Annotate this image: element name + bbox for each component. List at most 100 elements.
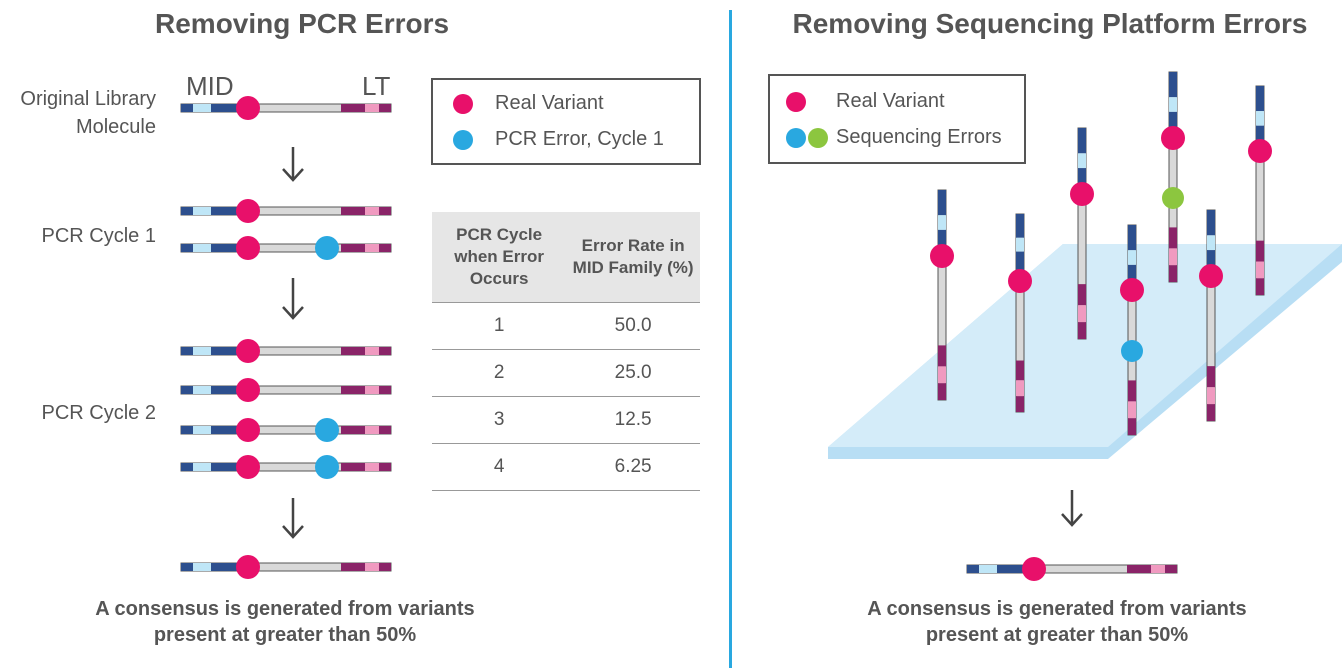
legend-sequencing-errors-label: Sequencing Errors (836, 126, 1002, 148)
mid-segment (211, 386, 241, 394)
sequencing-flowcell-diagram (828, 71, 1342, 581)
lt-segment (379, 563, 391, 571)
mid-segment (211, 244, 241, 252)
right-caption-line1: A consensus is generated from variants (867, 598, 1247, 620)
pcr-error-dot (315, 418, 339, 442)
mid-label: MID (186, 71, 234, 101)
lt-segment (1256, 278, 1264, 295)
lt-segment (365, 207, 379, 215)
mid-segment (1128, 250, 1136, 265)
lt-segment (341, 426, 365, 434)
lt-segment (1256, 240, 1264, 262)
mid-segment (997, 565, 1027, 573)
lt-segment (341, 563, 365, 571)
lt-segment (1169, 227, 1177, 249)
sequencing-read (1008, 213, 1032, 413)
lt-segment (1016, 396, 1024, 412)
mid-segment (193, 244, 211, 252)
lt-segment (379, 347, 391, 355)
mid-segment (1207, 235, 1215, 251)
lt-segment (341, 244, 365, 252)
lt-segment (938, 383, 946, 400)
left-caption: A consensus is generated from variants p… (90, 596, 480, 648)
mid-segment (938, 215, 946, 230)
consensus-molecule (966, 557, 1178, 581)
legend-real-variant-label: Real Variant (495, 92, 604, 114)
lt-segment (341, 347, 365, 355)
down-arrow-icon (282, 278, 304, 320)
pcr-error-dot (315, 236, 339, 260)
sequencing-read (1248, 85, 1272, 296)
library-molecule (180, 199, 392, 223)
library-molecule (180, 455, 392, 479)
mid-segment (193, 386, 211, 394)
mid-segment (181, 347, 193, 355)
real-variant-dot (1248, 139, 1272, 163)
mid-segment (211, 207, 241, 215)
mid-segment (193, 426, 211, 434)
mid-segment (1207, 250, 1215, 276)
lt-segment (1128, 418, 1136, 435)
sequencing-error-blue-dot-icon (786, 127, 806, 148)
mid-segment (211, 104, 241, 112)
lt-segment (1078, 284, 1086, 306)
lt-segment (1169, 248, 1177, 266)
lt-segment (1128, 401, 1136, 419)
arrow-head (282, 525, 304, 539)
lt-segment (938, 366, 946, 384)
mid-segment (979, 565, 997, 573)
sequencing-read (1120, 224, 1144, 436)
sequencing-error-dot (1162, 187, 1184, 209)
lt-segment (379, 386, 391, 394)
mid-segment (1128, 225, 1136, 251)
real-variant-dot-icon (786, 91, 806, 112)
real-variant-dot (236, 96, 260, 120)
original-library-label-line2: Molecule (75, 116, 156, 138)
sequencing-read (1161, 71, 1185, 283)
pcr-legend: Real Variant PCR Error, Cycle 1 (431, 78, 701, 165)
table-cell: 6.25 (566, 443, 700, 491)
table-cell: 3 (432, 396, 567, 444)
mid-segment (1256, 111, 1264, 126)
real-variant-dot (1161, 126, 1185, 150)
pcr-molecule-diagram (180, 96, 392, 579)
mid-segment (193, 104, 211, 112)
lt-segment (365, 347, 379, 355)
table-cell: 4 (432, 443, 567, 491)
right-caption-line2: present at greater than 50% (925, 624, 1189, 646)
table-cell: 50.0 (566, 302, 700, 350)
mid-segment (1128, 264, 1136, 291)
real-variant-dot (1070, 182, 1094, 206)
lt-label: LT (362, 71, 391, 101)
lt-segment (1256, 261, 1264, 279)
sequencing-error-dot (1121, 340, 1143, 362)
mid-segment (1256, 86, 1264, 112)
mid-segment (1078, 168, 1086, 194)
lt-segment (365, 563, 379, 571)
lt-segment (365, 104, 379, 112)
legend-pcr-error-label: PCR Error, Cycle 1 (495, 128, 664, 150)
lt-segment (379, 426, 391, 434)
table-header-error-rate: Error Rate in MID Family (%) (566, 212, 700, 303)
lt-segment (1151, 565, 1165, 573)
panel-divider (729, 10, 732, 668)
real-variant-dot (236, 455, 260, 479)
mid-segment (193, 347, 211, 355)
left-caption-line2: present at greater than 50% (153, 624, 417, 646)
lt-segment (365, 386, 379, 394)
library-molecule (180, 418, 392, 442)
sequencing-read (1070, 127, 1094, 340)
mid-segment (211, 347, 241, 355)
library-molecule (180, 96, 392, 120)
mid-segment (1078, 153, 1086, 169)
lt-segment (1078, 305, 1086, 323)
pcr-error-dot (315, 455, 339, 479)
mid-segment (181, 244, 193, 252)
down-arrow-icon (1061, 490, 1083, 527)
lt-segment (1016, 360, 1024, 381)
sequencing-legend: Real Variant Sequencing Errors (768, 74, 1026, 164)
lt-segment (1207, 404, 1215, 421)
lt-segment (379, 207, 391, 215)
